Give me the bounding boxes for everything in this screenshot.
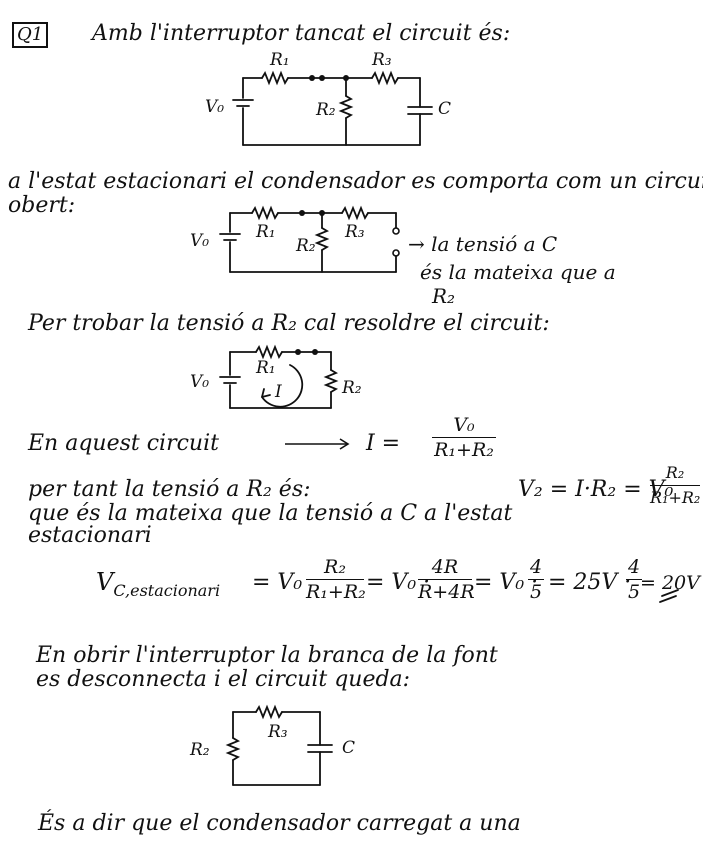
text-line: estacionari	[28, 523, 152, 548]
numerator: V₀	[453, 414, 475, 436]
label-r2: R₂	[190, 740, 210, 760]
text-line: → la tensió a C	[408, 232, 558, 256]
text-line: = V₀	[252, 570, 303, 595]
fraction-current: V₀ R₁+R₂	[432, 414, 496, 461]
text-line: I =	[366, 431, 401, 456]
circuit-closed-switch	[232, 70, 433, 146]
text-line: es desconnecta i el circuit queda:	[36, 667, 411, 692]
lhs: V	[96, 568, 114, 596]
lhs-subscript: C,estacionari	[113, 580, 221, 600]
denominator: 5	[627, 581, 641, 603]
circuit-open-capacitor	[219, 205, 397, 273]
label-c: C	[342, 738, 356, 758]
text-line: = V₀ ·	[366, 570, 431, 595]
label-r2: R₂	[316, 100, 336, 120]
label-r1: R₁	[270, 50, 290, 70]
text-line: a l'estat estacionari el condensador es …	[8, 169, 703, 194]
numerator: 4R	[431, 556, 459, 578]
label-r1: R₁	[256, 222, 276, 242]
text-line: En obrir l'interruptor la branca de la f…	[36, 643, 498, 668]
circuit-r1-r2	[219, 344, 339, 409]
label-c: C	[438, 99, 452, 119]
question-label: Q1	[12, 22, 49, 48]
text-line: R₂	[432, 284, 456, 308]
text-line: = V₀ ·	[474, 570, 539, 595]
label-r1: R₁	[256, 358, 276, 378]
text-line: VC,estacionari	[96, 570, 220, 603]
circuit-discharge	[225, 704, 333, 786]
label-v0: V₀	[205, 97, 225, 117]
denominator: R₁+R₂	[306, 581, 366, 603]
label-v0: V₀	[190, 372, 210, 392]
fraction-v2: R₂ R₁+R₂	[650, 462, 700, 509]
label-v0: V₀	[190, 231, 210, 251]
fraction: R₂ R₁+R₂	[306, 556, 366, 603]
denominator: R+4R	[418, 581, 475, 603]
label-r3: R₃	[372, 50, 392, 70]
numerator: 4	[529, 556, 543, 578]
text-line: = 25V ·	[548, 570, 632, 595]
text-line: que és la mateixa que la tensió a C a l'…	[28, 501, 513, 526]
numerator: R₂	[665, 463, 685, 482]
denominator: R₁+R₂	[650, 488, 701, 507]
numerator: R₂	[324, 556, 346, 578]
denominator: 5	[529, 581, 543, 603]
text-line: per tant la tensió a R₂ és:	[28, 477, 311, 502]
label-r2: R₂	[296, 236, 316, 256]
label-r3: R₃	[345, 222, 365, 242]
text-line: És a dir que el condensador carregat a u…	[38, 811, 521, 836]
intro-line: Amb l'interruptor tancat el circuit és:	[92, 21, 511, 46]
label-r2: R₂	[342, 378, 362, 398]
text-line: Per trobar la tensió a R₂ cal resoldre e…	[28, 311, 550, 336]
numerator: 4	[627, 556, 641, 578]
label-current: I	[275, 382, 282, 402]
fraction: 4R R+4R	[418, 556, 475, 603]
text-line: V₂ = I·R₂ = V₀	[518, 477, 674, 502]
label-r3: R₃	[268, 722, 288, 742]
text-line: és la mateixa que a	[420, 260, 616, 284]
text-line: obert:	[8, 193, 76, 218]
result: = 20V	[640, 572, 700, 594]
denominator: R₁+R₂	[434, 439, 494, 461]
text-line: En aquest circuit	[28, 431, 219, 456]
